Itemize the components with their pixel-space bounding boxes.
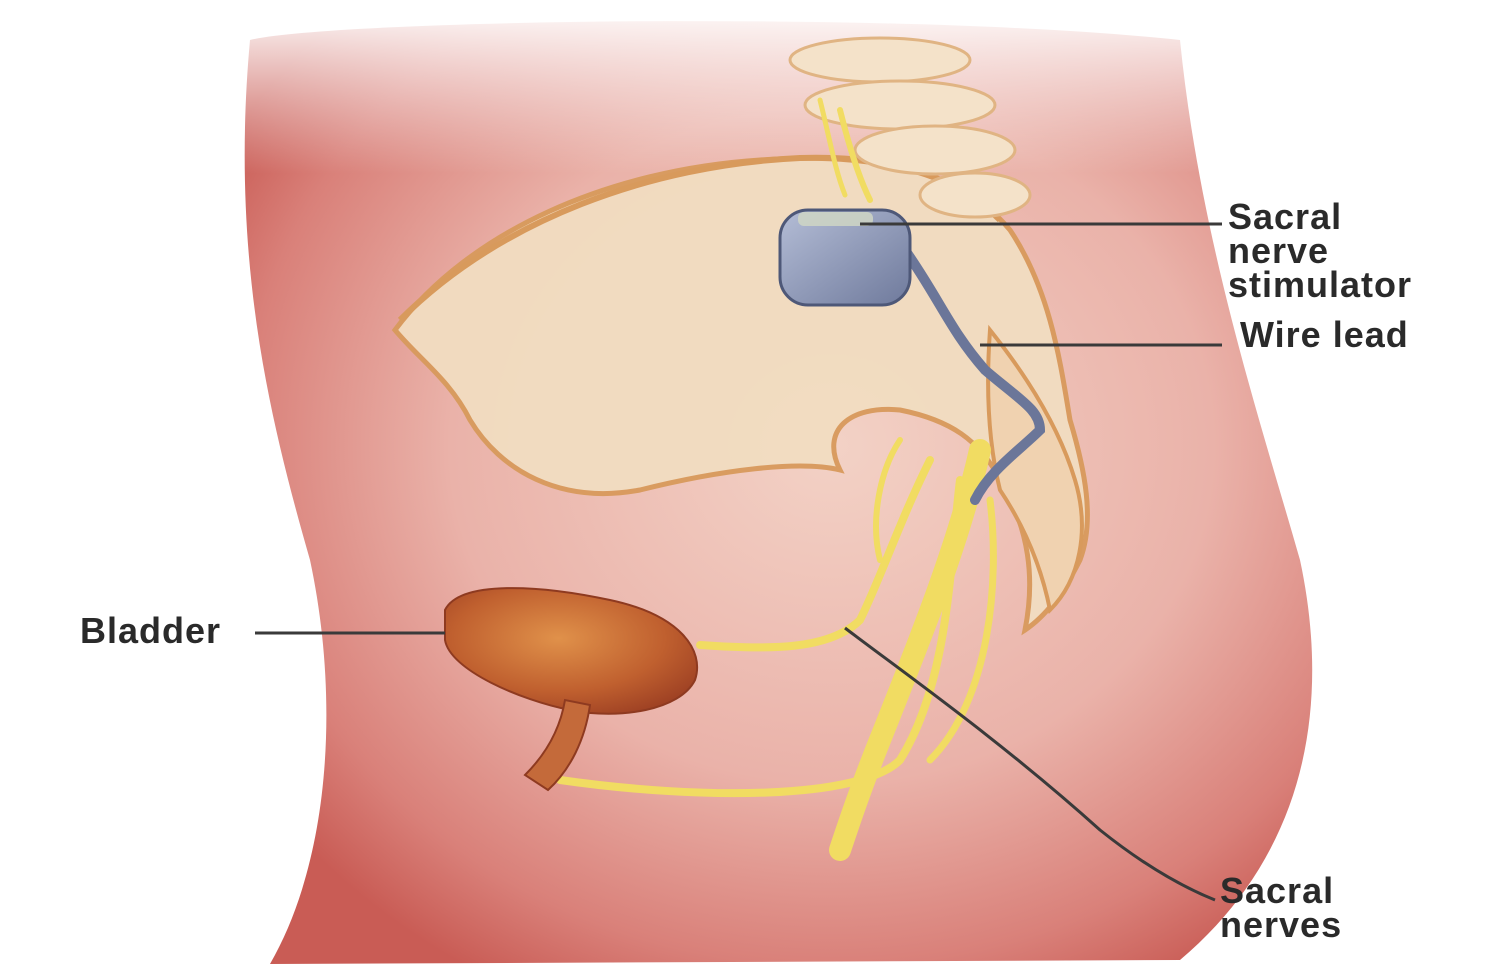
sacral-nerves-label-line: Sacral — [1220, 874, 1342, 908]
sacral-nerves-label-line: nerves — [1220, 908, 1342, 942]
stimulator-label-line: stimulator — [1228, 268, 1412, 302]
stimulator-label-line: nerve — [1228, 234, 1412, 268]
sacral-nerves-label: Sacral nerves — [1220, 874, 1342, 942]
bladder-label: Bladder — [80, 614, 221, 648]
wire-lead-label-text: Wire lead — [1240, 318, 1409, 352]
wire-lead-label: Wire lead — [1240, 318, 1409, 352]
bladder-label-text: Bladder — [80, 614, 221, 648]
stimulator-label-line: Sacral — [1228, 200, 1412, 234]
stimulator-label: Sacral nerve stimulator — [1228, 200, 1412, 302]
